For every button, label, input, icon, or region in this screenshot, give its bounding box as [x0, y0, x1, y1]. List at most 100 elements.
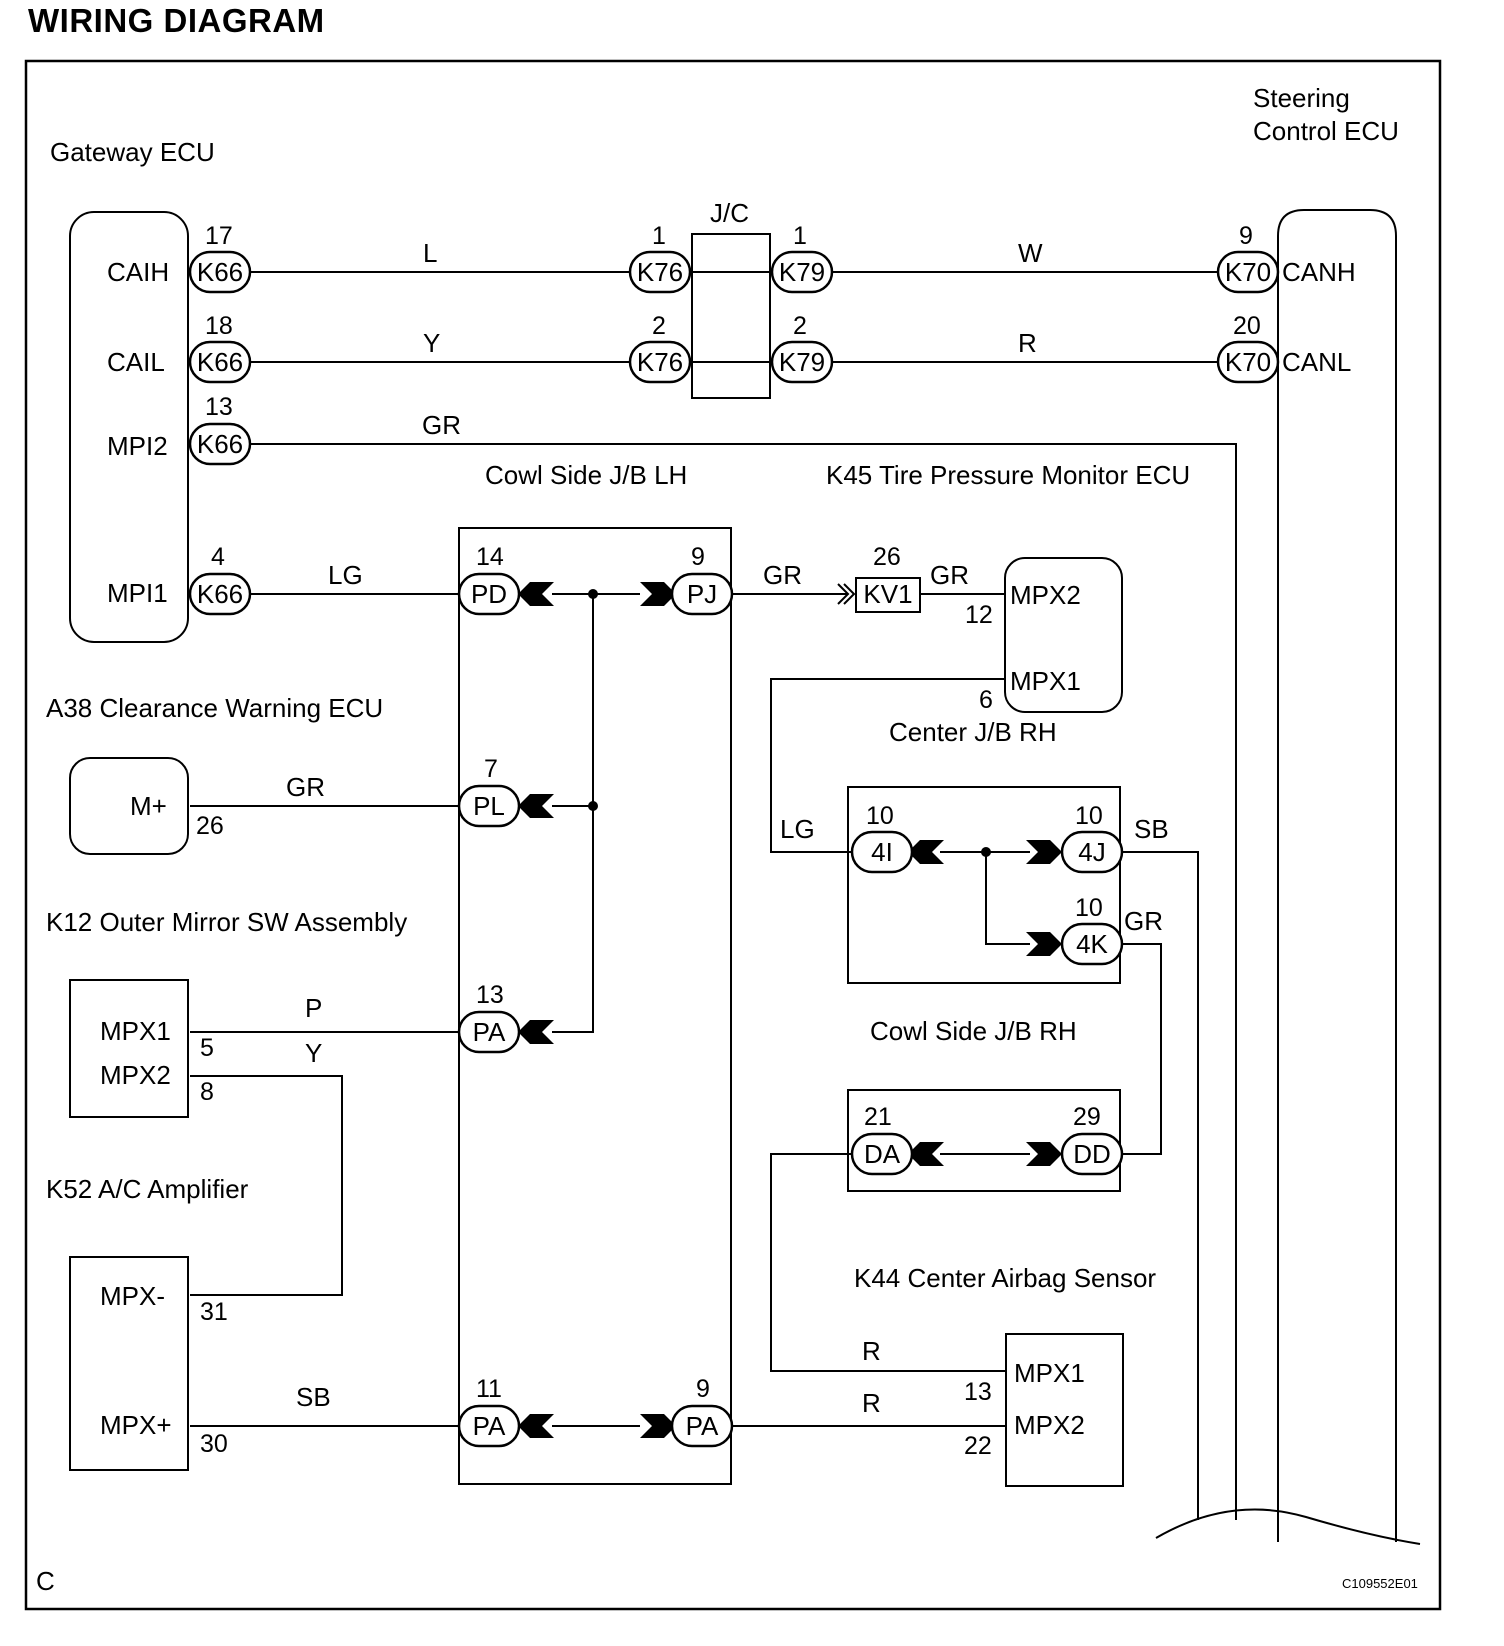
connector-k79: K79: [779, 257, 825, 287]
k52-ac-amplifier-label: K52 A/C Amplifier: [46, 1174, 249, 1204]
pin-number: 22: [964, 1432, 992, 1460]
pin-number: 26: [873, 543, 901, 571]
terminal-k45-mpx2: MPX2: [1010, 580, 1081, 610]
wire-color-label: SB: [1134, 814, 1169, 844]
wire-color-label: SB: [296, 1382, 331, 1412]
wire-color-label: GR: [763, 560, 802, 590]
connector-k70: K70: [1225, 347, 1271, 377]
terminal-k45-mpx1: MPX1: [1010, 666, 1081, 696]
wire-color-label: R: [1018, 328, 1037, 358]
pin-number: 4: [211, 543, 225, 571]
pin-number: 9: [1239, 222, 1253, 250]
terminal-k52-mpx-plus: MPX+: [100, 1410, 172, 1440]
pin-number: 13: [476, 981, 504, 1009]
connector-pj: PJ: [687, 579, 717, 609]
connector-k76: K76: [637, 347, 683, 377]
connector-pa: PA: [473, 1411, 506, 1441]
connector-pl: PL: [473, 791, 505, 821]
pin-number: 10: [1075, 802, 1103, 830]
wire-color-label: LG: [780, 814, 815, 844]
pin-number: 21: [864, 1103, 892, 1131]
terminal-caih: CAIH: [107, 257, 169, 287]
pin-number: 9: [696, 1375, 710, 1403]
wire-color-label: Y: [305, 1038, 322, 1068]
connector-k79: K79: [779, 347, 825, 377]
wire-color-label: R: [862, 1388, 881, 1418]
pin-number: 9: [691, 543, 705, 571]
terminal-k44-mpx1: MPX1: [1014, 1358, 1085, 1388]
connector-k66: K66: [197, 579, 243, 609]
pin-number: 31: [200, 1298, 228, 1326]
pin-number: 2: [793, 312, 807, 340]
gateway-ecu-label: Gateway ECU: [50, 137, 215, 167]
connector-da: DA: [864, 1139, 901, 1169]
connector-k76: K76: [637, 257, 683, 287]
pin-number: 12: [965, 601, 993, 629]
terminal-k12-mpx1: MPX1: [100, 1016, 171, 1046]
page-title: WIRING DIAGRAM: [28, 2, 325, 39]
pin-number: 7: [484, 755, 498, 783]
terminal-k52-mpx-minus: MPX-: [100, 1281, 165, 1311]
wire-color-label: P: [305, 993, 322, 1023]
terminal-mpi1: MPI1: [107, 578, 168, 608]
terminal-canh: CANH: [1282, 257, 1356, 287]
figure-id: C109552E01: [1342, 1576, 1418, 1591]
connector-pa: PA: [473, 1017, 506, 1047]
pin-number: 11: [476, 1375, 502, 1403]
wire-color-label: GR: [422, 410, 461, 440]
center-jb-rh-label: Center J/B RH: [889, 717, 1057, 747]
k45-tire-pressure-label: K45 Tire Pressure Monitor ECU: [826, 460, 1190, 490]
steering-ecu-label-line2: Control ECU: [1253, 116, 1399, 146]
wire-color-label: W: [1018, 238, 1043, 268]
terminal-cail: CAIL: [107, 347, 165, 377]
terminal-mpi2: MPI2: [107, 431, 168, 461]
diagram-frame: [24, 59, 1442, 1611]
pin-number: 18: [205, 312, 233, 340]
wire-color-label: GR: [286, 772, 325, 802]
pin-number: 26: [196, 812, 224, 840]
wire-color-label: R: [862, 1336, 881, 1366]
cowl-side-jb-lh-label: Cowl Side J/B LH: [485, 460, 687, 490]
pin-number: 10: [1075, 894, 1103, 922]
pin-number: 13: [964, 1378, 992, 1406]
wire-color-label: LG: [328, 560, 363, 590]
wire-color-label: GR: [1124, 906, 1163, 936]
cowl-side-jb-rh-label: Cowl Side J/B RH: [870, 1016, 1077, 1046]
pin-number: 20: [1233, 312, 1261, 340]
connector-pa: PA: [686, 1411, 719, 1441]
connector-k66: K66: [197, 257, 243, 287]
pin-number: 10: [866, 802, 894, 830]
jc-label: J/C: [710, 198, 749, 228]
pin-number: 29: [1073, 1103, 1101, 1131]
a38-clearance-warning-label: A38 Clearance Warning ECU: [46, 693, 383, 723]
connector-4j: 4J: [1078, 837, 1105, 867]
connector-kv1: KV1: [863, 579, 912, 609]
connector-dd: DD: [1073, 1139, 1111, 1169]
connector-4i: 4I: [871, 837, 893, 867]
k12-outer-mirror-label: K12 Outer Mirror SW Assembly: [46, 907, 407, 937]
connector-4k: 4K: [1076, 929, 1108, 959]
terminal-k44-mpx2: MPX2: [1014, 1410, 1085, 1440]
pin-number: 13: [205, 393, 233, 421]
pin-number: 1: [652, 222, 666, 250]
connector-k66: K66: [197, 429, 243, 459]
pin-number: 5: [200, 1034, 214, 1062]
steering-ecu-label-line1: Steering: [1253, 83, 1350, 113]
connector-k66: K66: [197, 347, 243, 377]
wire-color-label: Y: [423, 328, 440, 358]
pin-number: 2: [652, 312, 666, 340]
connector-k70: K70: [1225, 257, 1271, 287]
corner-letter: C: [36, 1566, 55, 1596]
wire-color-label: L: [423, 238, 437, 268]
pin-number: 17: [205, 222, 233, 250]
pin-number: 6: [979, 686, 993, 714]
pin-number: 30: [200, 1430, 228, 1458]
terminal-canl: CANL: [1282, 347, 1351, 377]
wire-color-label: GR: [930, 560, 969, 590]
pin-number: 14: [476, 543, 504, 571]
terminal-a38-m-plus: M+: [130, 791, 167, 821]
terminal-k12-mpx2: MPX2: [100, 1060, 171, 1090]
k44-center-airbag-label: K44 Center Airbag Sensor: [854, 1263, 1156, 1293]
connector-pd: PD: [471, 579, 507, 609]
